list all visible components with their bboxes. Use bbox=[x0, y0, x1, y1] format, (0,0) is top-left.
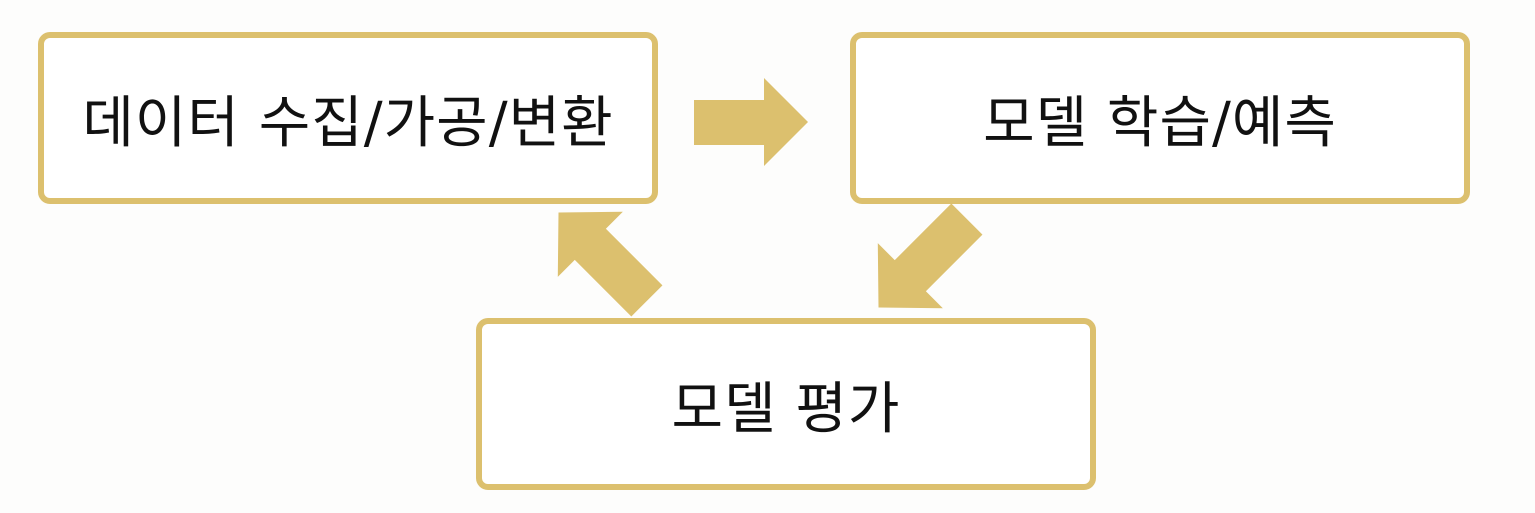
node-label: 모델 학습/예측 bbox=[983, 90, 1337, 156]
edge-arrow-eval-to-collect bbox=[557, 211, 663, 317]
node-model-eval: 모델 평가 bbox=[476, 318, 1096, 490]
node-label: 데이터 수집/가공/변환 bbox=[82, 90, 614, 156]
node-label: 모델 평가 bbox=[671, 376, 901, 442]
node-data-collect: 데이터 수집/가공/변환 bbox=[38, 32, 658, 204]
edge-arrow-train-to-eval bbox=[877, 203, 983, 309]
edge-arrow-collect-to-train bbox=[694, 78, 808, 166]
node-model-train: 모델 학습/예측 bbox=[850, 32, 1470, 204]
